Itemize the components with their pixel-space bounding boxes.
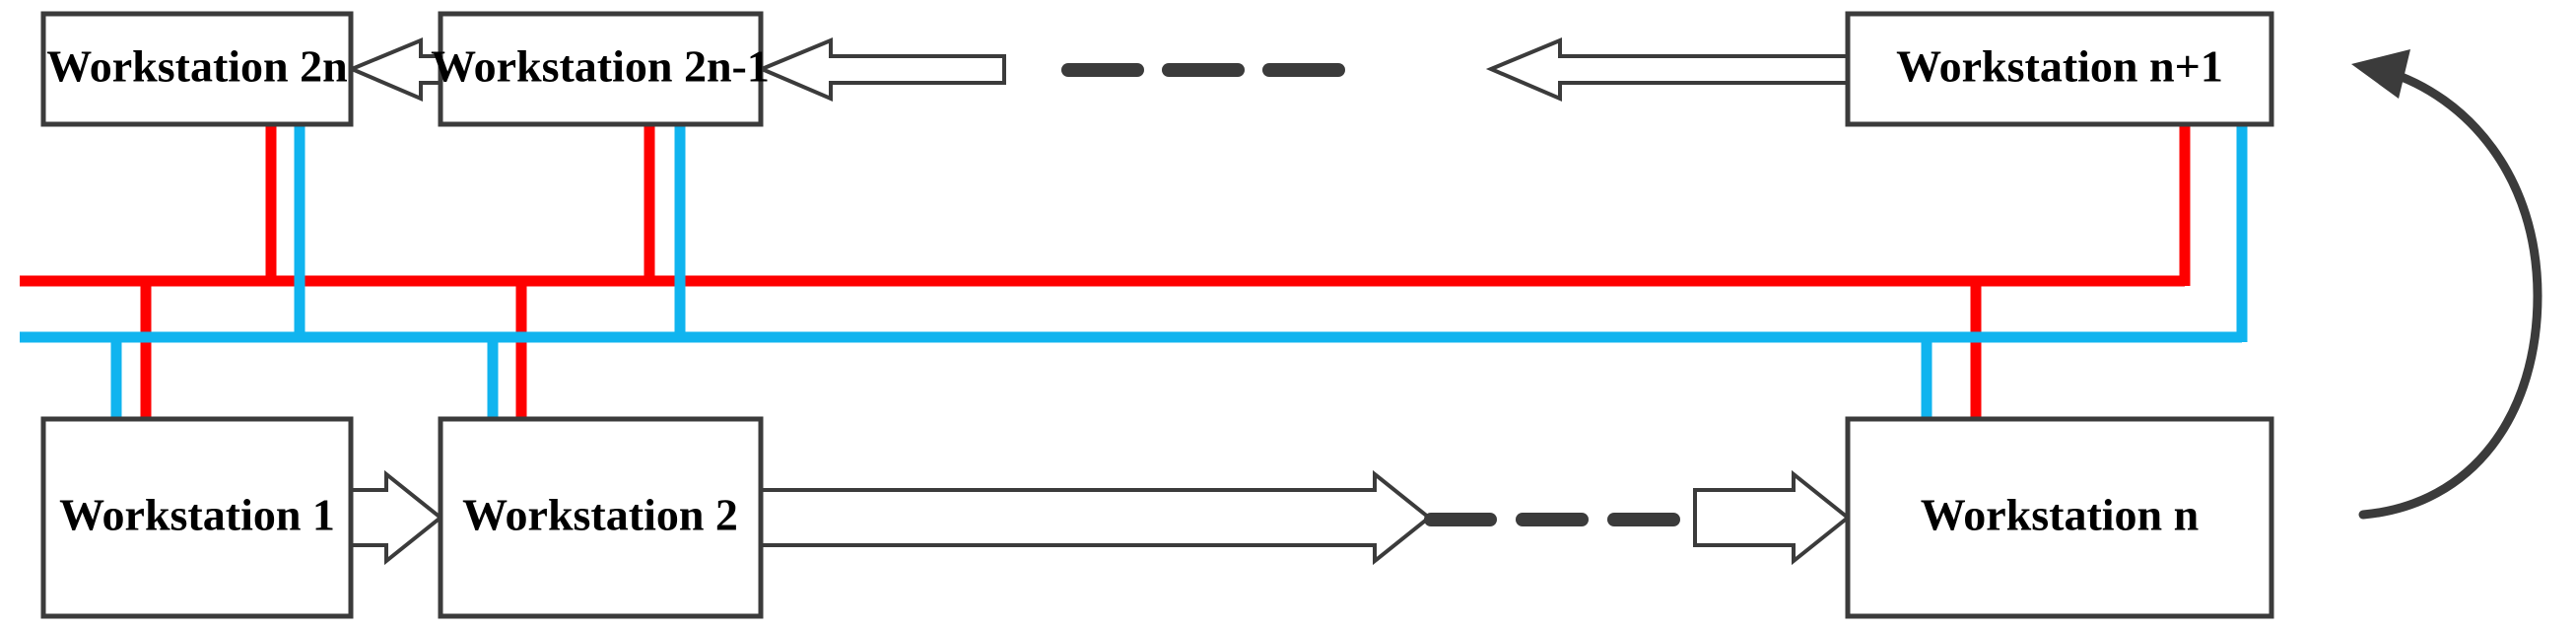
block-arrow-left-2 <box>756 37 1006 103</box>
node-workstation-1[interactable]: Workstation 1 <box>40 416 354 619</box>
node-box <box>438 416 764 619</box>
node-label: Workstation n+1 <box>1896 41 2223 92</box>
recirculation-arrowhead-icon <box>2351 49 2410 99</box>
node-label: Workstation 2n-1 <box>431 41 770 92</box>
node-box <box>1845 416 2274 619</box>
block-arrow-right-3 <box>1693 469 1852 566</box>
node-workstation-2[interactable]: Workstation 2 <box>438 416 764 619</box>
top-row-nodes: Workstation 2n Workstation 2n-1 Workstat… <box>40 11 2274 127</box>
block-arrow-left-1 <box>346 37 442 103</box>
node-label: Workstation 2n <box>46 41 347 92</box>
node-workstation-2n-1[interactable]: Workstation 2n-1 <box>431 11 770 127</box>
top-row-arrows <box>346 37 1850 103</box>
node-workstation-n[interactable]: Workstation n <box>1845 416 2274 619</box>
node-box <box>40 416 354 619</box>
bottom-row-nodes: Workstation 1 Workstation 2 Workstation … <box>40 416 2274 619</box>
recirculation-curve-line <box>2358 66 2542 520</box>
block-arrow-right-1 <box>349 469 444 566</box>
bottom-row-arrows <box>349 469 1852 566</box>
node-box <box>1845 11 2274 127</box>
block-arrow-left-3 <box>1485 37 1850 103</box>
node-workstation-2n[interactable]: Workstation 2n <box>40 11 354 127</box>
recirculation-loop <box>2351 49 2542 520</box>
node-label: Workstation n <box>1921 490 2199 540</box>
node-workstation-n-plus-1[interactable]: Workstation n+1 <box>1845 11 2274 127</box>
node-label: Workstation 1 <box>59 490 335 540</box>
pipe-network <box>20 120 2248 422</box>
block-arrow-right-2 <box>759 469 1433 566</box>
node-box <box>40 11 354 127</box>
node-box <box>438 11 764 127</box>
node-label: Workstation 2 <box>462 490 738 540</box>
